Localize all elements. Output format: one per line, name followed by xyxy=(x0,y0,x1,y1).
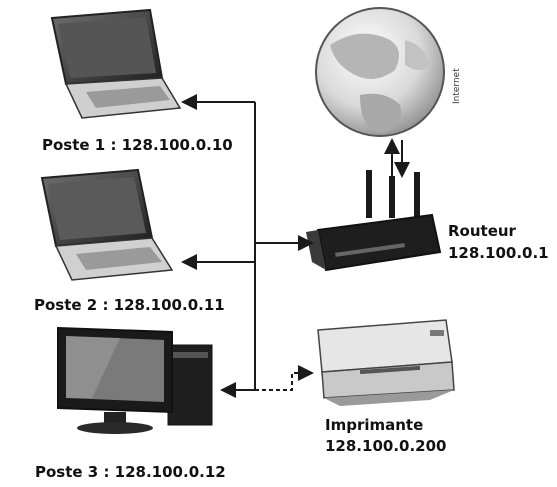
laptop-2-icon xyxy=(40,168,174,281)
printer-ip-label: 128.100.0.200 xyxy=(325,437,447,455)
connections xyxy=(181,94,410,398)
desktop-pc-icon xyxy=(57,326,213,434)
internet-label: Internet xyxy=(452,68,462,104)
router-ip-label: 128.100.0.1 xyxy=(448,244,549,262)
printer-name-label: Imprimante xyxy=(325,416,424,434)
poste-3-label: Poste 3 : 128.100.0.12 xyxy=(35,463,226,481)
router-icon xyxy=(306,170,442,272)
laptop-1-icon xyxy=(50,8,182,119)
router-name-label: Routeur xyxy=(448,222,516,240)
printer-icon xyxy=(317,319,455,406)
poste-2-label: Poste 2 : 128.100.0.11 xyxy=(34,296,225,314)
poste-1-label: Poste 1 : 128.100.0.10 xyxy=(42,136,233,154)
internet-globe-icon xyxy=(315,7,445,137)
